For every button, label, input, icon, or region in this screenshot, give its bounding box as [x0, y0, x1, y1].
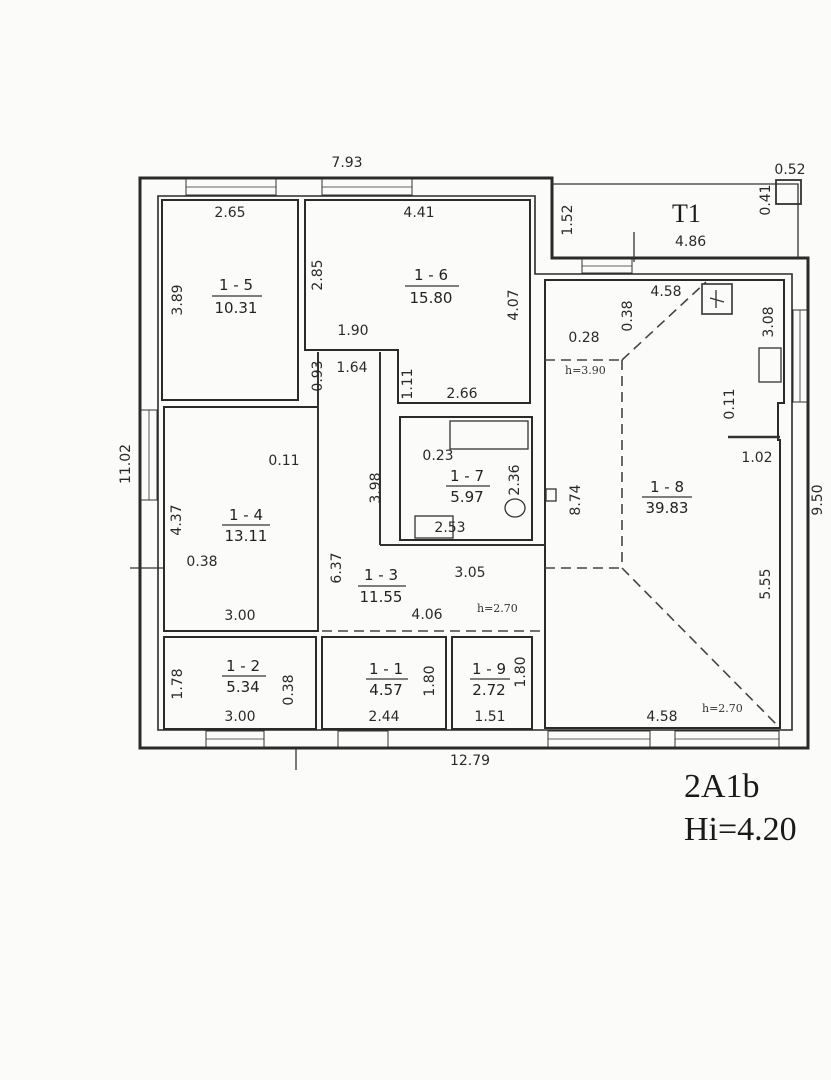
- dim-r9-width: 1.51: [474, 709, 505, 725]
- dim-r8-niche-width: 1.02: [741, 450, 772, 466]
- dim-r2-height: 1.78: [170, 668, 186, 699]
- dim-r9-height: 1.80: [513, 656, 529, 687]
- dim-r8-niche: 0.11: [722, 388, 738, 419]
- dim-r8-right-upper: 3.08: [761, 306, 777, 337]
- room-id: 1 - 7: [450, 467, 484, 485]
- dim-r2-wall: 0.38: [281, 674, 297, 705]
- room-id: 1 - 5: [219, 276, 253, 294]
- room-walls: [161, 199, 785, 730]
- dim-r7-depth: 2.36: [507, 464, 523, 495]
- dim-r6-step: 1.90: [337, 323, 368, 339]
- dim-terrace-width: 4.86: [675, 234, 706, 250]
- room-id: 1 - 2: [226, 657, 260, 675]
- dim-r4-wall: 0.11: [268, 453, 299, 469]
- room-id: 1 - 3: [364, 566, 398, 584]
- room-id: 1 - 8: [650, 478, 684, 496]
- dim-terrace-offset: 1.52: [560, 204, 576, 235]
- room-id: 1 - 1: [369, 660, 403, 678]
- terrace-label: T1: [672, 199, 701, 228]
- fixtures: [130, 283, 782, 770]
- dim-r3-length: 6.37: [329, 552, 345, 583]
- dim-r8-height: 8.74: [568, 484, 584, 515]
- dim-terrace-post: 0.52: [774, 162, 805, 178]
- dim-r3-ceiling: h=2.70: [477, 602, 518, 615]
- dim-r5-height: 3.89: [170, 284, 186, 315]
- dim-r1-width: 2.44: [368, 709, 399, 725]
- dimension-labels: 7.93 0.52 4.86 2.65 4.41 1.90 1.64 2.66 …: [186, 155, 805, 769]
- dim-r8-bottom: 4.58: [646, 709, 677, 725]
- room-label-1-3: 1 - 3 11.55: [358, 566, 406, 606]
- dim-r6-nook: 1.11: [400, 368, 416, 399]
- room-id: 1 - 4: [229, 506, 263, 524]
- room-id: 1 - 9: [472, 660, 506, 678]
- vertical-dimension-labels: 0.41 1.52 3.89 2.85 4.07 0.93 1.11 0.38 …: [118, 184, 826, 705]
- outer-walls: [138, 176, 810, 750]
- dim-r8-top: 4.58: [650, 284, 681, 300]
- room-area: 5.97: [450, 488, 483, 506]
- room-label-1-2: 1 - 2 5.34: [222, 657, 266, 696]
- dim-corr-width: 1.64: [336, 360, 367, 376]
- dim-r1-height: 1.80: [422, 665, 438, 696]
- room-area: 13.11: [225, 527, 268, 545]
- dim-r4-height: 4.37: [169, 504, 185, 535]
- dim-r5-width: 2.65: [214, 205, 245, 221]
- dim-r3-width: 3.05: [454, 565, 485, 581]
- room-area: 2.72: [472, 681, 505, 699]
- ceiling-lines: [322, 281, 779, 727]
- dim-r7-height: 3.98: [368, 472, 384, 503]
- room-label-1-5: 1 - 5 10.31: [212, 276, 262, 317]
- dim-r8-right-lower: 5.55: [758, 568, 774, 599]
- dim-r7-width: 2.53: [434, 520, 465, 536]
- dim-bottom-total: 12.79: [450, 753, 490, 769]
- room-area: 11.55: [360, 588, 403, 606]
- room-label-1-6: 1 - 6 15.80: [405, 266, 459, 307]
- windows: [140, 178, 808, 748]
- dim-r4-width: 3.00: [224, 608, 255, 624]
- dim-r2-width: 3.00: [224, 709, 255, 725]
- dim-left-total: 11.02: [118, 444, 134, 484]
- ceiling-height-label: Hi=4.20: [684, 811, 797, 848]
- room-area: 4.57: [369, 681, 402, 699]
- dim-right-total: 9.50: [810, 484, 826, 515]
- dim-r7-wall: 0.23: [422, 448, 453, 464]
- dim-r6-left: 2.85: [310, 259, 326, 290]
- room-id: 1 - 6: [414, 266, 448, 284]
- dim-r8-wall: 0.38: [620, 300, 636, 331]
- dim-r6-width: 4.41: [403, 205, 434, 221]
- room-label-1-4: 1 - 4 13.11: [222, 506, 270, 545]
- dim-r4-outer: 0.38: [186, 554, 217, 570]
- dim-top-total: 7.93: [331, 155, 362, 171]
- dim-r8-wall2: 0.28: [568, 330, 599, 346]
- dim-r3-span: 4.06: [411, 607, 442, 623]
- dim-r8-height-high: h=3.90: [565, 364, 606, 377]
- room-area: 15.80: [410, 289, 453, 307]
- room-label-1-7: 1 - 7 5.97: [446, 467, 490, 506]
- room-area: 39.83: [646, 499, 689, 517]
- room-label-1-1: 1 - 1 4.57: [366, 660, 408, 699]
- dim-r6-bottom: 2.66: [446, 386, 477, 402]
- dim-r8-height-low: h=2.70: [702, 702, 743, 715]
- terrace: [552, 179, 802, 262]
- dim-corr-gap: 0.93: [310, 360, 326, 391]
- room-area: 5.34: [226, 678, 259, 696]
- dim-terrace-depth: 0.41: [758, 184, 774, 215]
- plan-code: 2A1b: [684, 768, 760, 805]
- dim-r6-right: 4.07: [506, 289, 522, 320]
- room-label-1-8: 1 - 8 39.83: [642, 478, 692, 517]
- room-label-1-9: 1 - 9 2.72: [470, 660, 510, 699]
- room-area: 10.31: [215, 299, 258, 317]
